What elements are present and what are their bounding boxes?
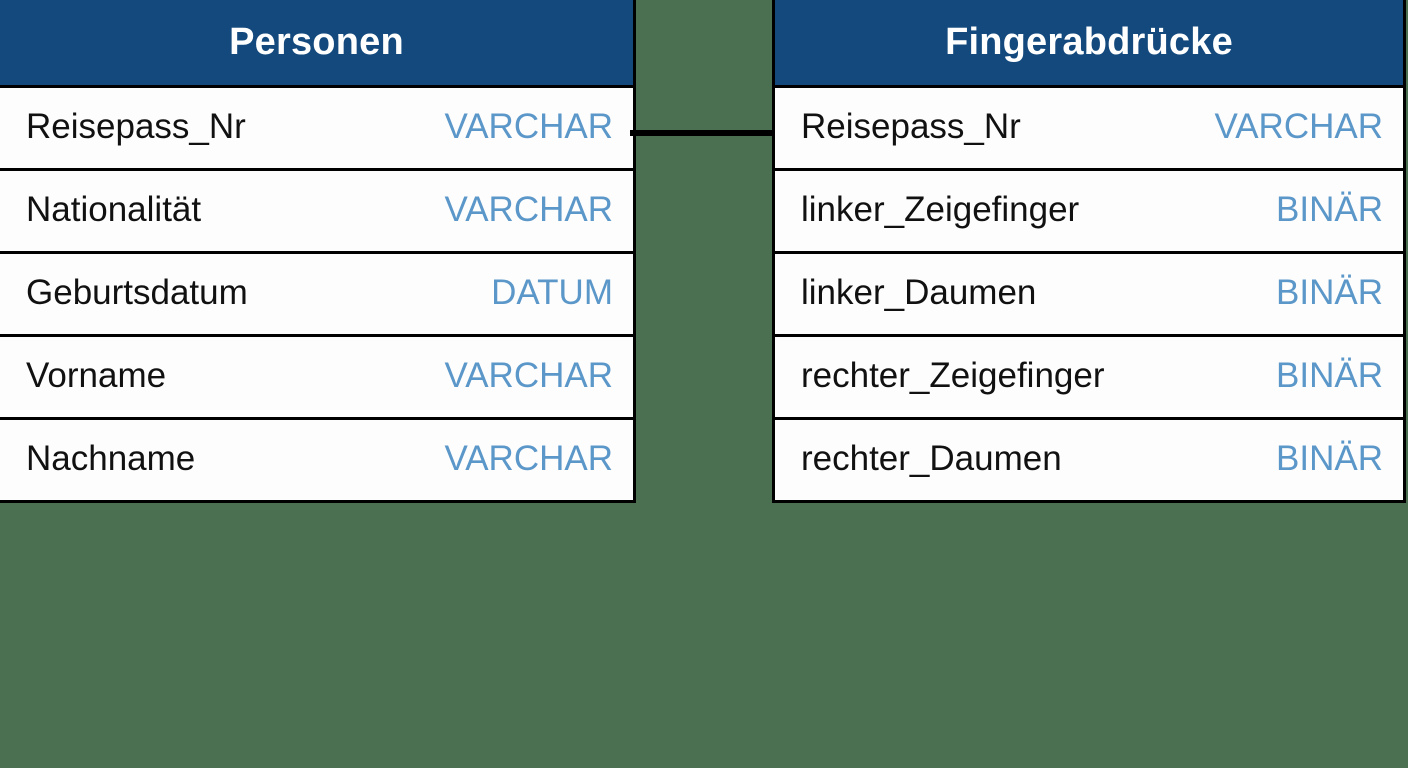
attribute-row[interactable]: Geburtsdatum DATUM bbox=[0, 254, 633, 337]
attribute-type: BINÄR bbox=[1276, 273, 1383, 312]
attribute-name: rechter_Zeigefinger bbox=[801, 356, 1105, 395]
attribute-row[interactable]: Nachname VARCHAR bbox=[0, 420, 633, 500]
attribute-name: linker_Zeigefinger bbox=[801, 190, 1080, 229]
attribute-name: linker_Daumen bbox=[801, 273, 1037, 312]
attribute-name: Reisepass_Nr bbox=[801, 107, 1021, 146]
attribute-name: Nachname bbox=[26, 439, 196, 478]
entity-title-fingerabdruecke: Fingerabdrücke bbox=[775, 0, 1403, 88]
attribute-list-fingerabdruecke: Reisepass_Nr VARCHAR linker_Zeigefinger … bbox=[775, 88, 1403, 500]
attribute-row[interactable]: Reisepass_Nr VARCHAR bbox=[0, 88, 633, 171]
attribute-name: Vorname bbox=[26, 356, 167, 395]
attribute-type: DATUM bbox=[491, 273, 613, 312]
attribute-row[interactable]: rechter_Daumen BINÄR bbox=[775, 420, 1403, 500]
entity-title-personen: Personen bbox=[0, 0, 633, 88]
attribute-type: VARCHAR bbox=[444, 439, 613, 478]
relationship-connector-line bbox=[630, 130, 778, 136]
attribute-type: VARCHAR bbox=[444, 190, 613, 229]
attribute-row[interactable]: rechter_Zeigefinger BINÄR bbox=[775, 337, 1403, 420]
attribute-type: BINÄR bbox=[1276, 439, 1383, 478]
entity-table-personen[interactable]: Personen Reisepass_Nr VARCHAR Nationalit… bbox=[0, 0, 636, 503]
attribute-row[interactable]: Vorname VARCHAR bbox=[0, 337, 633, 420]
attribute-list-personen: Reisepass_Nr VARCHAR Nationalität VARCHA… bbox=[0, 88, 633, 500]
attribute-name: rechter_Daumen bbox=[801, 439, 1062, 478]
attribute-name: Geburtsdatum bbox=[26, 273, 248, 312]
attribute-row[interactable]: Nationalität VARCHAR bbox=[0, 171, 633, 254]
attribute-type: BINÄR bbox=[1276, 190, 1383, 229]
entity-table-fingerabdruecke[interactable]: Fingerabdrücke Reisepass_Nr VARCHAR link… bbox=[772, 0, 1406, 503]
attribute-name: Nationalität bbox=[26, 190, 202, 229]
attribute-name: Reisepass_Nr bbox=[26, 107, 246, 146]
attribute-type: BINÄR bbox=[1276, 356, 1383, 395]
attribute-row[interactable]: linker_Daumen BINÄR bbox=[775, 254, 1403, 337]
attribute-type: VARCHAR bbox=[1214, 107, 1383, 146]
attribute-row[interactable]: Reisepass_Nr VARCHAR bbox=[775, 88, 1403, 171]
attribute-type: VARCHAR bbox=[444, 356, 613, 395]
attribute-type: VARCHAR bbox=[444, 107, 613, 146]
attribute-row[interactable]: linker_Zeigefinger BINÄR bbox=[775, 171, 1403, 254]
